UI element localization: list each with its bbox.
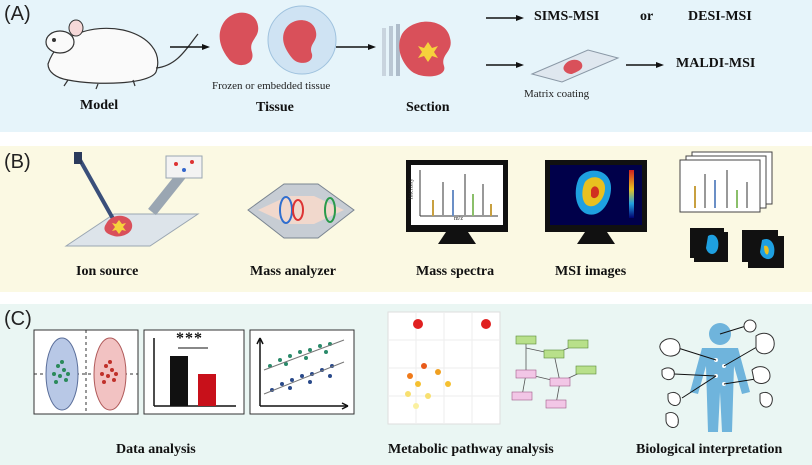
- section-caption: Section: [406, 100, 450, 115]
- msi-images-caption: MSI images: [555, 264, 627, 279]
- trend-plot-illustration: [249, 329, 355, 415]
- mz-axis-label: m/z: [454, 216, 463, 222]
- ion-source-illustration: [64, 152, 203, 247]
- tissue-note: Frozen or embedded tissue: [212, 80, 331, 92]
- pathway-network: [511, 335, 597, 409]
- data-analysis-caption: Data analysis: [116, 442, 196, 457]
- panel-b-label: (B): [4, 151, 31, 173]
- matrix-slide-illustration: [530, 49, 620, 83]
- pathway-caption: Metabolic pathway analysis: [388, 442, 554, 457]
- arrow-tissue-to-section: [336, 44, 376, 50]
- panel-a-label: (A): [4, 3, 31, 25]
- panel-c-data-processing: (C) *** Data analysis: [0, 304, 812, 465]
- interpretation-caption: Biological interpretation: [636, 442, 783, 457]
- intensity-axis-label: Intensity: [408, 178, 415, 200]
- arrow-model-to-tissue: [170, 44, 210, 50]
- arrow-to-maldi: [626, 62, 664, 68]
- bar-comparison-illustration: [143, 329, 245, 415]
- matrix-coating-label: Matrix coating: [524, 88, 590, 100]
- maldi-msi-label: MALDI-MSI: [676, 56, 756, 71]
- panel-c-label: (C): [4, 308, 32, 330]
- stacked-results-illustration: [679, 151, 784, 268]
- model-caption: Model: [80, 98, 119, 113]
- tissue-illustration: [219, 5, 337, 75]
- ion-source-caption: Ion source: [76, 264, 139, 279]
- panel-b-data-acquisition: (B) Ion source Mass analyzer Intensity m…: [0, 146, 812, 292]
- pca-plot-illustration: [33, 329, 139, 415]
- mass-spectra-monitor: [406, 160, 508, 244]
- significance-stars: ***: [176, 330, 203, 347]
- rat-illustration: [45, 19, 199, 90]
- arrow-to-sims-desi: [486, 15, 524, 21]
- mass-analyzer-illustration: [247, 183, 355, 239]
- pathway-bubble-plot: [387, 311, 501, 425]
- or-label: or: [640, 9, 654, 24]
- panel-a-sample-preparation: (A) Model Frozen or embedded tissue Tiss…: [0, 0, 812, 132]
- desi-msi-label: DESI-MSI: [688, 9, 752, 24]
- msi-image-monitor: [545, 160, 647, 244]
- arrow-to-matrix-coating: [486, 62, 524, 68]
- sims-msi-label: SIMS-MSI: [534, 9, 600, 24]
- tissue-caption: Tissue: [256, 100, 294, 115]
- human-body-illustration: [659, 319, 775, 432]
- mass-spectra-caption: Mass spectra: [416, 264, 495, 279]
- mass-analyzer-caption: Mass analyzer: [250, 264, 336, 279]
- section-illustration: [382, 21, 451, 77]
